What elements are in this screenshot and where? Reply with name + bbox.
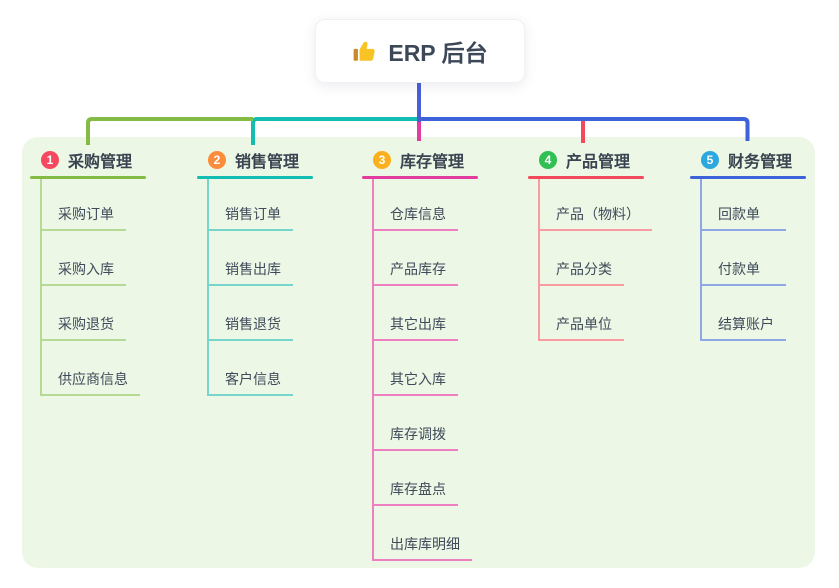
branch-title-label: 采购管理: [68, 154, 133, 171]
branch-title-label: 库存管理: [400, 154, 465, 171]
child-row: 销售出库: [209, 231, 313, 286]
branch-children: 采购订单采购入库采购退货供应商信息: [40, 179, 146, 396]
branch-badge-4: 4: [539, 151, 557, 169]
branch-title-label: 财务管理: [728, 154, 793, 171]
branch-node-1[interactable]: 1 采购管理: [30, 146, 146, 174]
child-row: 结算账户: [702, 286, 806, 341]
root-node-label: ERP 后台: [388, 40, 488, 66]
child-row: 回款单: [702, 179, 806, 231]
child-node[interactable]: 结算账户: [702, 314, 786, 341]
branch-node-3[interactable]: 3 库存管理: [362, 146, 478, 174]
child-row: 供应商信息: [42, 341, 146, 396]
branch-5: 5 财务管理回款单付款单结算账户: [690, 146, 806, 341]
child-row: 产品单位: [540, 286, 652, 341]
child-row: 采购入库: [42, 231, 146, 286]
branch-underline: [362, 176, 478, 179]
child-row: 采购退货: [42, 286, 146, 341]
branch-node-2[interactable]: 2 销售管理: [197, 146, 313, 174]
child-node[interactable]: 仓库信息: [374, 204, 458, 231]
branch-children: 产品（物料） 产品分类产品单位: [538, 179, 652, 341]
branch-badge-3: 3: [373, 151, 391, 169]
child-row: 产品（物料）: [540, 179, 652, 231]
child-node[interactable]: 采购退货: [42, 314, 126, 341]
branch-children: 销售订单销售出库销售退货客户信息: [207, 179, 313, 396]
child-node[interactable]: 采购订单: [42, 204, 126, 231]
branch-underline: [197, 176, 313, 179]
branch-4: 4 产品管理产品（物料） 产品分类产品单位: [528, 146, 652, 341]
branch-node-4[interactable]: 4 产品管理: [528, 146, 652, 174]
branches-panel: [22, 137, 815, 568]
child-node[interactable]: 产品（物料）: [540, 204, 652, 231]
child-node[interactable]: 其它入库: [374, 369, 458, 396]
child-row: 库存调拨: [374, 396, 478, 451]
child-node[interactable]: 销售退货: [209, 314, 293, 341]
child-row: 产品库存: [374, 231, 478, 286]
branch-children: 仓库信息产品库存其它出库其它入库库存调拨库存盘点出库库明细: [372, 179, 478, 561]
child-node[interactable]: 产品单位: [540, 314, 624, 341]
child-node[interactable]: 产品分类: [540, 259, 624, 286]
branch-underline: [690, 176, 806, 179]
child-node[interactable]: 出库库明细: [374, 534, 472, 561]
branch-underline: [30, 176, 146, 179]
child-row: 付款单: [702, 231, 806, 286]
child-node[interactable]: 销售订单: [209, 204, 293, 231]
child-row: 其它入库: [374, 341, 478, 396]
child-row: 采购订单: [42, 179, 146, 231]
branch-badge-5: 5: [701, 151, 719, 169]
child-row: 其它出库: [374, 286, 478, 341]
branch-badge-1: 1: [41, 151, 59, 169]
child-node[interactable]: 其它出库: [374, 314, 458, 341]
child-row: 销售订单: [209, 179, 313, 231]
child-node[interactable]: 库存盘点: [374, 479, 458, 506]
root-node-erp[interactable]: ERP 后台: [315, 19, 525, 83]
child-node[interactable]: 付款单: [702, 259, 786, 286]
thumbs-up-icon: [353, 41, 376, 61]
branch-title-label: 产品管理: [566, 154, 631, 171]
branch-3: 3 库存管理仓库信息产品库存其它出库其它入库库存调拨库存盘点出库库明细: [362, 146, 478, 561]
child-row: 出库库明细: [374, 506, 478, 561]
branch-children: 回款单付款单结算账户: [700, 179, 806, 341]
child-node[interactable]: 供应商信息: [42, 369, 140, 396]
branch-badge-2: 2: [208, 151, 226, 169]
child-row: 库存盘点: [374, 451, 478, 506]
child-row: 产品分类: [540, 231, 652, 286]
branch-node-5[interactable]: 5 财务管理: [690, 146, 806, 174]
child-node[interactable]: 库存调拨: [374, 424, 458, 451]
branch-1: 1 采购管理采购订单采购入库采购退货供应商信息: [30, 146, 146, 396]
child-node[interactable]: 产品库存: [374, 259, 458, 286]
branch-2: 2 销售管理销售订单销售出库销售退货客户信息: [197, 146, 313, 396]
child-row: 销售退货: [209, 286, 313, 341]
child-node[interactable]: 回款单: [702, 204, 786, 231]
branch-title-label: 销售管理: [235, 154, 300, 171]
child-row: 仓库信息: [374, 179, 478, 231]
child-row: 客户信息: [209, 341, 313, 396]
branch-underline: [528, 176, 644, 179]
child-node[interactable]: 采购入库: [42, 259, 126, 286]
child-node[interactable]: 客户信息: [209, 369, 293, 396]
child-node[interactable]: 销售出库: [209, 259, 293, 286]
